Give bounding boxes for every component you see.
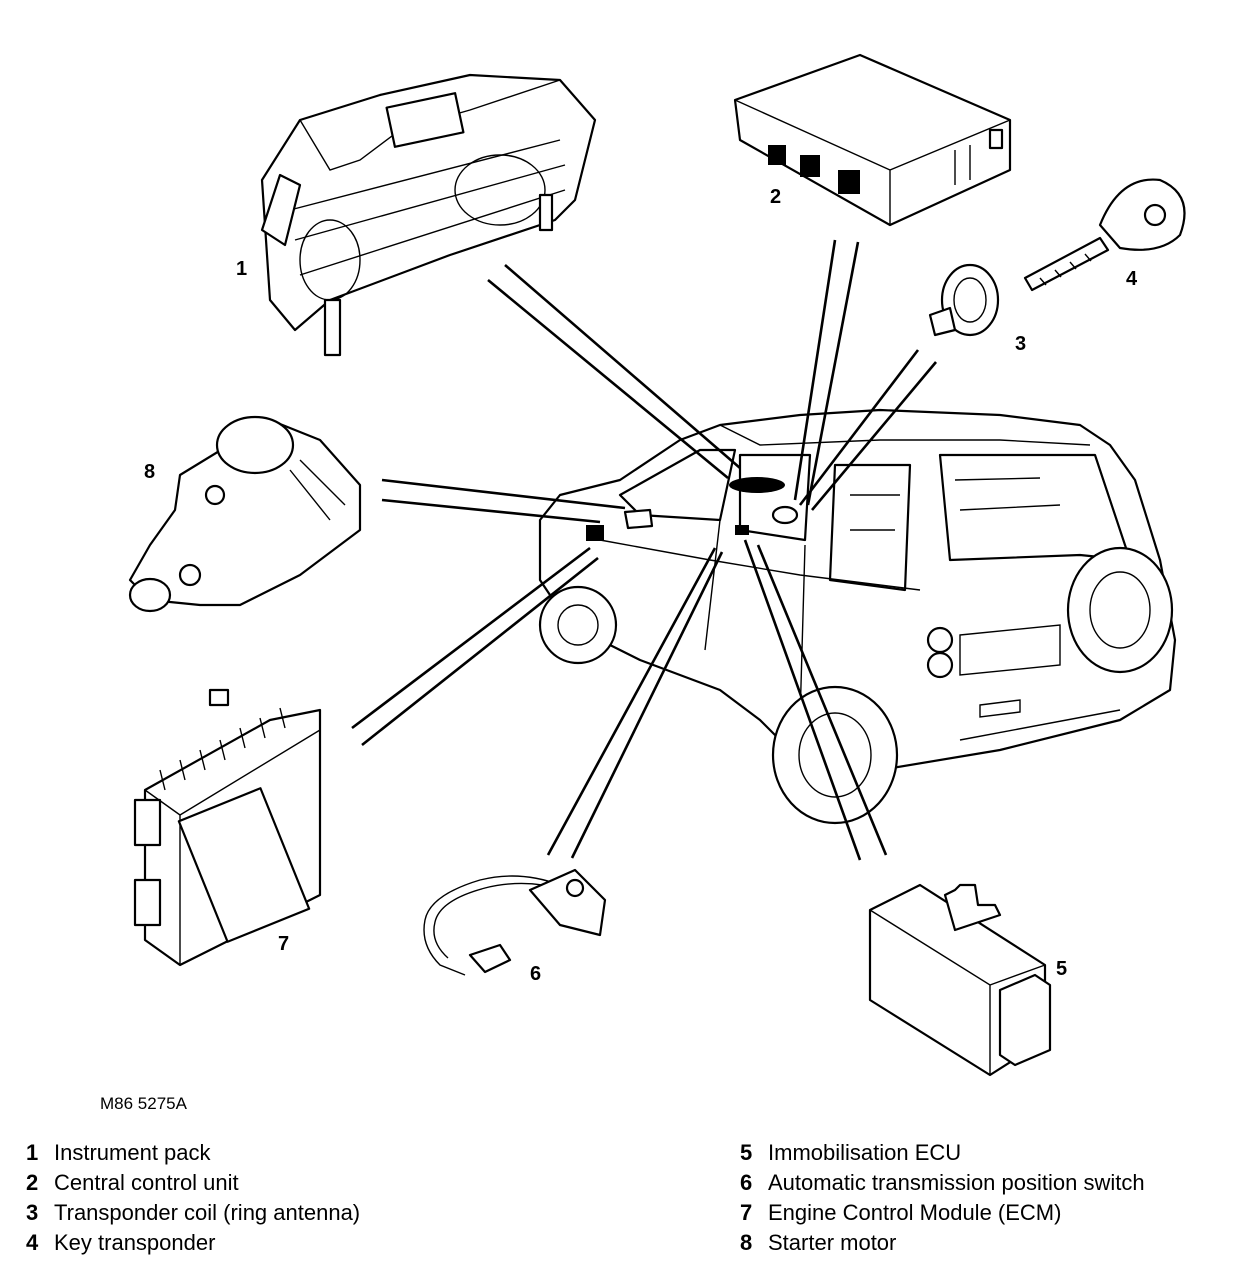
central-control-unit-illustration bbox=[733, 53, 1012, 227]
legend-label: Instrument pack bbox=[54, 1140, 211, 1165]
legend-number: 6 bbox=[740, 1170, 753, 1195]
instrument-pack-illustration bbox=[260, 73, 597, 357]
legend-item: 8 Starter motor bbox=[740, 1228, 1145, 1258]
starter-motor-illustration bbox=[128, 415, 362, 613]
engine-control-module-illustration bbox=[133, 688, 322, 967]
legend-number: 2 bbox=[26, 1170, 39, 1195]
leader-lines bbox=[351, 239, 937, 861]
legend-right-column: 5 Immobilisation ECU 6 Automatic transmiss… bbox=[740, 1138, 1145, 1258]
callout-8: 8 bbox=[144, 461, 155, 483]
key-transponder-illustration bbox=[1023, 178, 1186, 292]
immobilisation-ecu-illustration bbox=[868, 883, 1052, 1077]
legend-label: Key transponder bbox=[54, 1230, 216, 1255]
legend-item: 4 Key transponder bbox=[26, 1228, 360, 1258]
legend-label: Starter motor bbox=[768, 1230, 897, 1255]
legend-item: 7 Engine Control Module (ECM) bbox=[740, 1198, 1145, 1228]
callout-1: 1 bbox=[236, 258, 247, 280]
legend-number: 4 bbox=[26, 1230, 39, 1255]
legend-label: Central control unit bbox=[54, 1170, 239, 1195]
legend-item: 3 Transponder coil (ring antenna) bbox=[26, 1198, 360, 1228]
callout-6: 6 bbox=[530, 963, 541, 985]
legend-left-column: 1 Instrument pack 2 Central control unit 3… bbox=[26, 1138, 360, 1258]
legend-item: 2 Central control unit bbox=[26, 1168, 360, 1198]
callout-numbers: 1 2 3 4 5 6 7 8 bbox=[144, 186, 1138, 985]
callout-5: 5 bbox=[1056, 958, 1067, 980]
legend-label: Automatic transmission position switch bbox=[768, 1170, 1145, 1195]
legend-item: 5 Immobilisation ECU bbox=[740, 1138, 1145, 1168]
legend-label: Transponder coil (ring antenna) bbox=[54, 1200, 361, 1225]
legend-number: 1 bbox=[26, 1140, 39, 1165]
callout-7: 7 bbox=[278, 933, 289, 955]
vehicle-illustration bbox=[538, 408, 1177, 825]
legend-label: Immobilisation ECU bbox=[768, 1140, 962, 1165]
legend-number: 8 bbox=[740, 1230, 753, 1255]
legend-item: 1 Instrument pack bbox=[26, 1138, 360, 1168]
callout-4: 4 bbox=[1126, 268, 1138, 290]
component-location-diagram: 1 2 3 4 5 6 7 8 bbox=[128, 53, 1186, 1077]
legend-item: 6 Automatic transmission position switch bbox=[740, 1168, 1145, 1198]
figure-reference-code: M86 5275A bbox=[100, 1094, 187, 1113]
legend-number: 3 bbox=[26, 1200, 39, 1225]
transponder-coil-illustration bbox=[928, 263, 1000, 337]
callout-2: 2 bbox=[770, 186, 781, 208]
callout-3: 3 bbox=[1015, 333, 1026, 355]
legend-label: Engine Control Module (ECM) bbox=[768, 1200, 1062, 1225]
legend-number: 5 bbox=[740, 1140, 753, 1165]
transmission-switch-illustration bbox=[423, 868, 607, 976]
legend-number: 7 bbox=[740, 1200, 753, 1225]
